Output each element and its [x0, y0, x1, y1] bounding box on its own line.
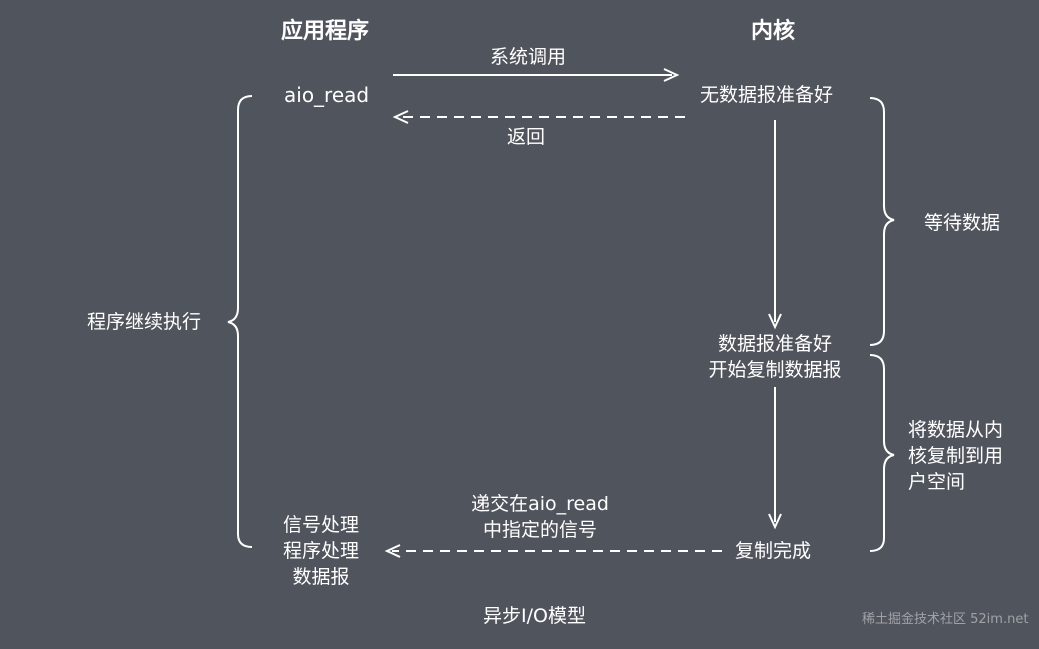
return-arrow-head — [392, 110, 409, 124]
copy-done-label: 复制完成 — [735, 540, 812, 562]
watermark: 稀土掘金技术社区 52im.net — [862, 612, 1029, 627]
deliver-line-1: 递交在aio_read — [471, 493, 609, 515]
app-header: 应用程序 — [281, 19, 370, 44]
copy-label-line-3: 户空间 — [908, 471, 966, 493]
wait-arrow-head — [768, 313, 782, 330]
handler-line-3: 数据报 — [292, 566, 350, 588]
handler-line-1: 信号处理 — [282, 514, 359, 536]
diagram-caption: 异步I/O模型 — [483, 605, 586, 627]
copy-arrow-head — [768, 513, 782, 530]
program-continues-label: 程序继续执行 — [87, 311, 202, 333]
syscall-arrow-head — [663, 68, 680, 82]
kernel-ready-label: 数据报准备好 开始复制数据报 — [695, 331, 855, 383]
kernel-no-data: 无数据报准备好 — [700, 84, 834, 106]
deliver-signal-label: 递交在aio_read 中指定的信号 — [450, 491, 630, 543]
kernel-header: 内核 — [751, 19, 796, 44]
copy-brace — [869, 354, 895, 552]
wait-data-brace — [869, 97, 895, 346]
syscall-label: 系统调用 — [490, 46, 567, 68]
copy-label: 将数据从内 核复制到用 户空间 — [908, 417, 1003, 495]
app-call: aio_read — [284, 83, 370, 107]
deliver-arrow-head — [384, 544, 401, 558]
program-continue-brace — [227, 95, 253, 548]
copy-label-line-2: 核复制到用 — [908, 445, 1004, 467]
wait-data-label: 等待数据 — [924, 212, 1001, 234]
deliver-line-2: 中指定的信号 — [482, 519, 597, 541]
copy-label-line-1: 将数据从内 — [908, 419, 1004, 441]
handler-line-2: 程序处理 — [282, 540, 359, 562]
kernel-ready-line-1: 数据报准备好 — [717, 333, 832, 355]
return-label: 返回 — [507, 126, 546, 148]
handler-label: 信号处理 程序处理 数据报 — [266, 512, 376, 590]
kernel-ready-line-2: 开始复制数据报 — [708, 359, 842, 381]
